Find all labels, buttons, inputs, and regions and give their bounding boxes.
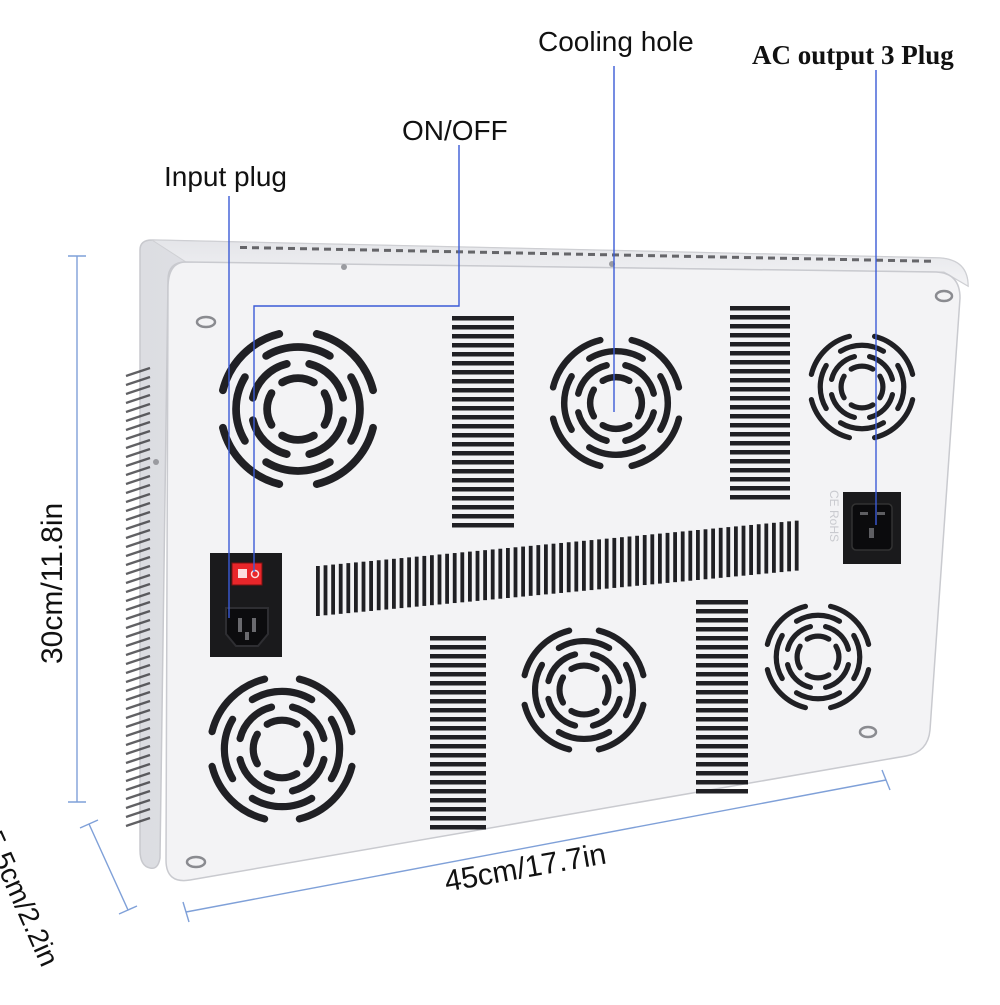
iec-input-socket [225,607,269,647]
input-plug-label: Input plug [164,161,287,192]
fan-grilles [208,330,916,823]
fan-grille [549,336,683,470]
height-dimension-label: 30cm/11.8in [36,502,69,664]
on-off-leader [253,145,460,572]
callout-lines [228,66,877,618]
vent-blocks [430,306,790,830]
width-line [185,779,887,913]
ac-output-label: AC output 3 Plug [752,40,954,70]
fan-grille [219,330,377,488]
side-vents [125,366,151,828]
fan-grille [208,675,356,823]
cooling-hole-label: Cooling hole [538,26,694,57]
fan-grille [521,627,647,753]
dimension-lines [68,255,891,923]
ac-output-socket [843,492,901,564]
horizontal-vent-strip [316,520,799,616]
depth-line [88,823,129,911]
svg-text:CE RoHS: CE RoHS [827,490,841,542]
power-module [210,553,282,657]
fan-grille [764,603,872,711]
certification-marks: CE RoHS [827,490,841,542]
on-off-label: ON/OFF [402,115,508,146]
top-vents [240,246,931,263]
fan-grille [808,333,916,441]
